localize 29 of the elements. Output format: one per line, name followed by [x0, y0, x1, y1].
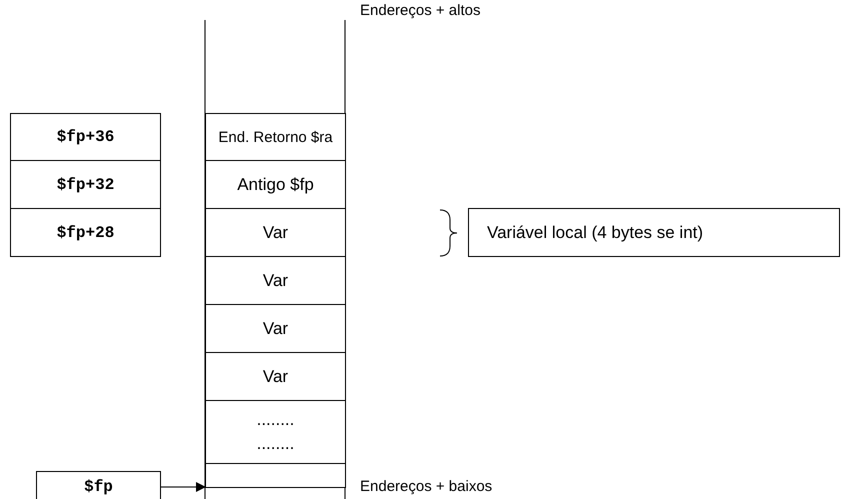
cell-label: Antigo $fp [237, 174, 314, 194]
stack-cell [205, 256, 346, 305]
arrow [160, 482, 206, 492]
register-label: $fp [84, 478, 113, 496]
cell-label: Var [262, 366, 288, 386]
address-note: Endereços + altos [360, 2, 480, 19]
register-label: $fp+32 [56, 176, 114, 194]
stack-cell [205, 400, 346, 464]
stack-cell [205, 208, 346, 257]
offset-box [10, 208, 161, 257]
stack-cell [205, 113, 346, 161]
cell-label: Var [262, 270, 288, 290]
cell-label: Var [262, 222, 288, 242]
note-text: Variável local (4 bytes se int) [487, 222, 704, 242]
offset-box [10, 113, 161, 161]
address-note: Endereços + baixos [360, 478, 492, 495]
register-box [36, 471, 161, 499]
cell-label: End. Retorno $ra [218, 128, 333, 146]
note-box [468, 208, 840, 257]
stack-cell [205, 160, 346, 209]
cell-label: Var [262, 318, 288, 338]
cell-label: ........ [256, 433, 294, 455]
offset-box [10, 160, 161, 209]
cell-label: ........ [256, 409, 294, 431]
register-label: $fp+36 [56, 128, 114, 146]
stack-cell [205, 304, 346, 353]
register-label: $fp+28 [56, 224, 114, 242]
stack-cell [205, 352, 346, 401]
stack-cell [205, 463, 346, 488]
